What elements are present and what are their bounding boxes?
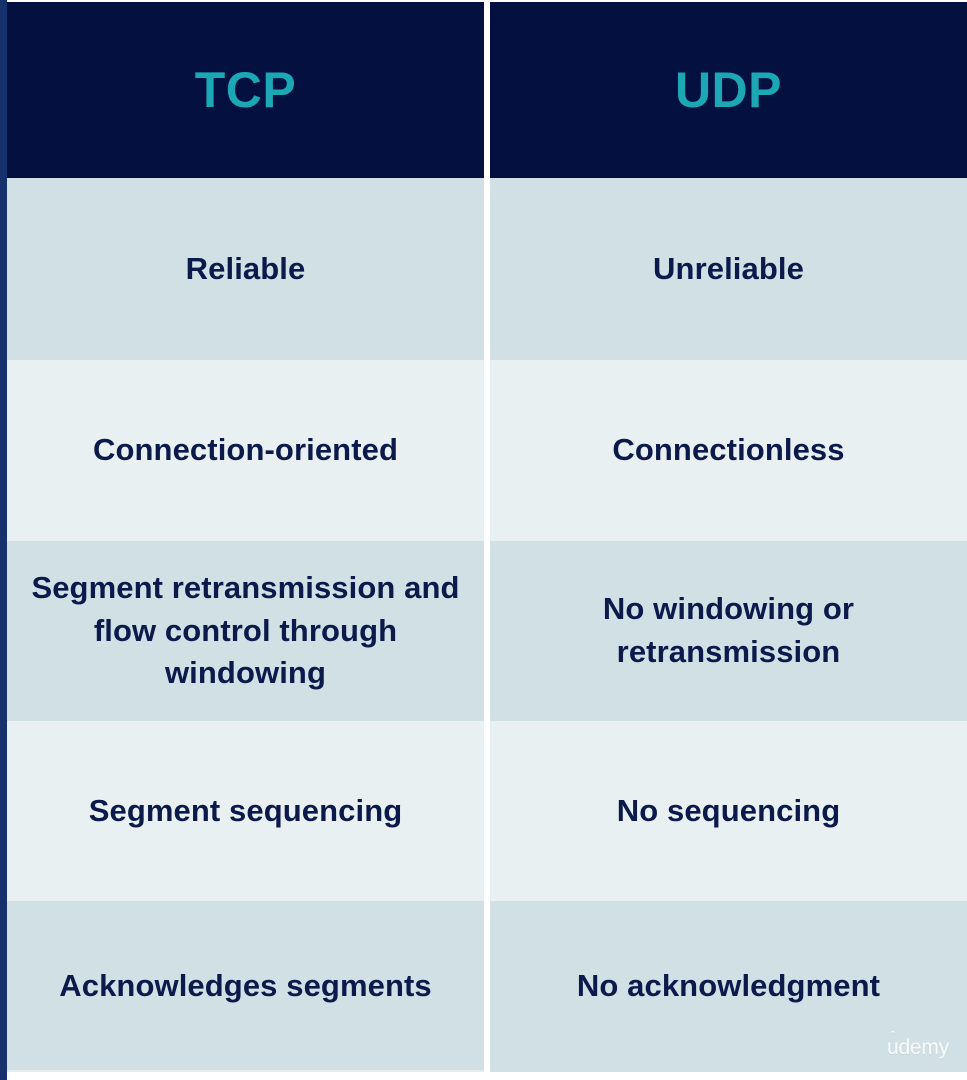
cell-tcp-text: Acknowledges segments [59,968,432,1004]
tcp-udp-comparison-table: TCP UDP Reliable Unreliable Connection-o… [7,0,967,1080]
table-row: Segment retransmission and flow control … [7,541,967,721]
udemy-watermark-u: ˆ u [886,1029,899,1059]
table-header-row: TCP UDP [7,0,967,178]
cell-tcp-text: Reliable [185,250,306,286]
left-accent-strip [0,0,7,1080]
cell-tcp: Connection-oriented [7,360,484,541]
cell-udp-text: Unreliable [653,250,804,286]
cell-udp: Unreliable [490,178,967,360]
cell-udp-text: No acknowledgment [576,968,881,1004]
column-header-udp: UDP [490,2,967,178]
udemy-watermark-circumflex: ˆ [890,1028,895,1044]
cell-tcp-text: Connection-oriented [93,432,398,468]
udemy-watermark-rest: demy [898,1036,949,1059]
table-bottom-edge [7,1070,484,1072]
udemy-watermark-logo: ˆ u demy [886,1029,949,1059]
cell-tcp: Acknowledges segments [7,901,484,1072]
udemy-watermark-u-letter: u [886,1036,899,1059]
cell-udp: Connectionless [490,360,967,541]
cell-udp-text: No windowing or retransmission [602,591,855,669]
cell-tcp-text: Segment retransmission and flow control … [31,569,460,691]
cell-tcp-text: Segment sequencing [88,792,403,828]
cell-udp: No sequencing [490,721,967,901]
cell-tcp: Segment sequencing [7,721,484,901]
column-header-udp-label: UDP [674,61,783,118]
column-header-tcp-label: TCP [194,61,297,118]
column-header-tcp: TCP [7,2,484,178]
table-row: Reliable Unreliable [7,178,967,360]
cell-tcp: Reliable [7,178,484,360]
cell-udp-text: No sequencing [616,792,841,828]
cell-udp: No acknowledgment [490,901,967,1072]
cell-tcp: Segment retransmission and flow control … [7,541,484,721]
table-row: Segment sequencing No sequencing [7,721,967,901]
cell-udp-text: Connectionless [612,432,845,468]
table-row: Connection-oriented Connectionless [7,360,967,541]
cell-udp: No windowing or retransmission [490,541,967,721]
table-row: Acknowledges segments No acknowledgment [7,901,967,1072]
